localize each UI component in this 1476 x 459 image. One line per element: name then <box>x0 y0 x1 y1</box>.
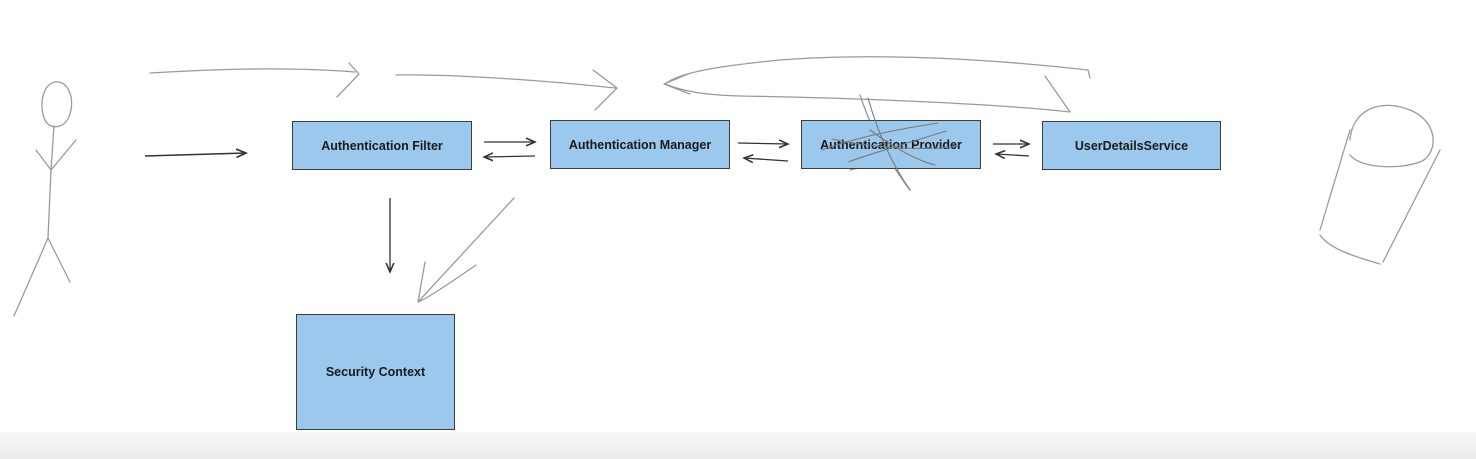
provider-to-manager-arrow <box>744 158 789 161</box>
sketch-return-arrowhead <box>663 73 691 95</box>
user-details-service-label: UserDetailsService <box>1074 138 1189 153</box>
bottom-bar <box>0 432 1476 459</box>
authentication-provider-label: Authentication Provider <box>820 137 962 152</box>
security-context-label: Security Context <box>325 365 426 379</box>
authentication-provider-node: Authentication Provider <box>801 120 981 169</box>
sketch-return-loop <box>664 56 1091 113</box>
manager-to-provider-arrow <box>737 143 788 144</box>
authentication-filter-node: Authentication Filter <box>292 121 472 170</box>
sketch-checkmark <box>417 197 515 303</box>
uds-to-provider-arrow <box>996 154 1030 156</box>
database-cylinder-icon <box>1319 104 1441 265</box>
stick-figure-user-icon <box>13 81 77 317</box>
authentication-filter-label: Authentication Filter <box>321 138 443 153</box>
security-context-node: Security Context <box>296 314 455 430</box>
authentication-manager-node: Authentication Manager <box>550 120 730 169</box>
user-to-filter-arrow <box>144 153 246 156</box>
manager-to-filter-arrow <box>484 156 536 157</box>
sketch-arrow-1 <box>149 62 360 98</box>
authentication-manager-label: Authentication Manager <box>568 137 712 152</box>
user-details-service-node: UserDetailsService <box>1042 121 1221 170</box>
sketch-arrow-2 <box>395 69 618 111</box>
